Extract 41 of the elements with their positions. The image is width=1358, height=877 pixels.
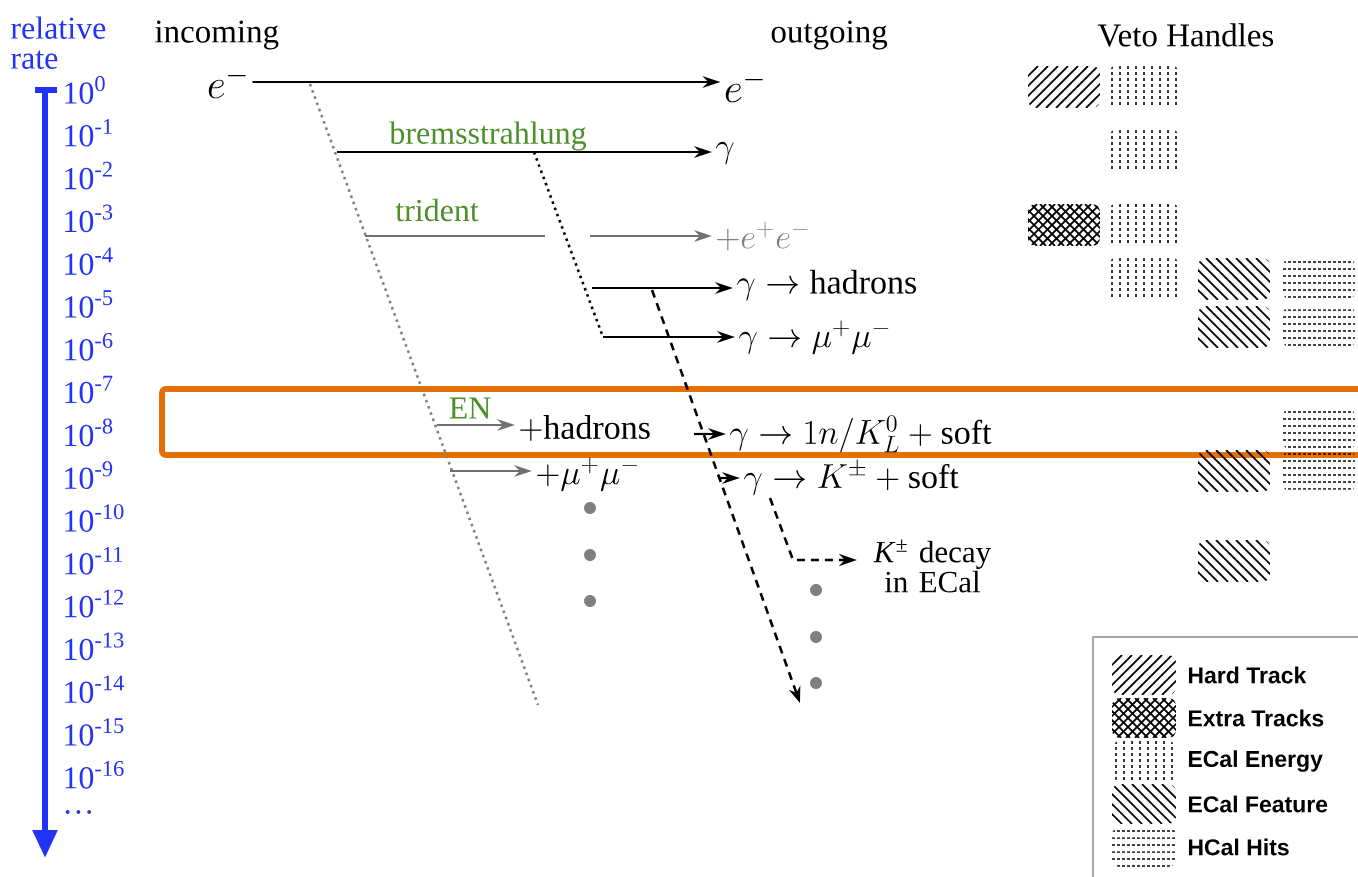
- legend-label: Hard Track: [1188, 666, 1307, 684]
- tick-label: 10$^{-6}$: [65, 332, 113, 361]
- process-label: EN: [449, 397, 491, 419]
- tick-label: 10$^{-4}$: [65, 247, 113, 275]
- legend-label: ECal Feature: [1188, 795, 1328, 813]
- tick-label: 10$^{-1}$: [65, 119, 112, 147]
- tick-label: 10$^{-2}$: [65, 161, 112, 190]
- tick-label: 10$^{-5}$: [65, 290, 113, 318]
- column-heading: outgoing: [771, 20, 888, 50]
- particle-label: $\gamma \to \mathrm{hadrons}$: [737, 269, 917, 301]
- particle-label: $\gamma \to 1n/K_{L}^{0} + \mathrm{soft}$: [730, 415, 992, 453]
- tick-label: 10$^{-8}$: [65, 418, 113, 447]
- legend-label: Extra Tracks: [1188, 709, 1324, 727]
- axis-title: relative rate: [11, 16, 106, 69]
- particle-label: $+e^{+}e^{-}$: [717, 221, 808, 251]
- decay-label: K$^{±}$ decay in ECal: [873, 539, 992, 593]
- process-label: trident: [395, 198, 479, 222]
- particle-label: $\gamma \to K^{\pm} + \mathrm{soft}$: [744, 459, 959, 496]
- tick-label: 10$^{-13}$: [65, 632, 124, 661]
- particle-label: $e^{-}$: [725, 79, 763, 103]
- tick-label: 10$^{-14}$: [65, 675, 124, 704]
- particle-label: $+\mu^{+}\mu^{-}$: [537, 457, 637, 492]
- tick-label: 10$^{-7}$: [65, 375, 113, 404]
- tick-label: 10$^{-3}$: [65, 204, 113, 233]
- tick-label: 10$^{-12}$: [65, 589, 124, 618]
- tick-label: 10$^{-10}$: [65, 504, 124, 532]
- particle-label: $\gamma \to \mu^{+}\mu^{-}$: [739, 320, 889, 355]
- tick-label: 10$^{-16}$: [65, 760, 124, 789]
- particle-label: $\gamma$: [716, 141, 734, 165]
- particle-label: $e^{-}$: [208, 75, 246, 99]
- tick-label: …: [65, 810, 91, 814]
- process-label: bremsstrahlung: [389, 121, 587, 151]
- tick-label: 10$^{0}$: [65, 76, 105, 104]
- tick-label: 10$^{-15}$: [65, 718, 124, 746]
- tick-label: 10$^{-11}$: [65, 547, 123, 575]
- column-heading: Veto Handles: [1097, 23, 1274, 47]
- legend-label: HCal Hits: [1188, 838, 1289, 856]
- legend-label: ECal Energy: [1188, 750, 1323, 772]
- tick-label: 10$^{-9}$: [65, 461, 113, 490]
- column-heading: incoming: [155, 20, 279, 50]
- particle-label: $+\mathrm{hadrons}$: [520, 415, 650, 441]
